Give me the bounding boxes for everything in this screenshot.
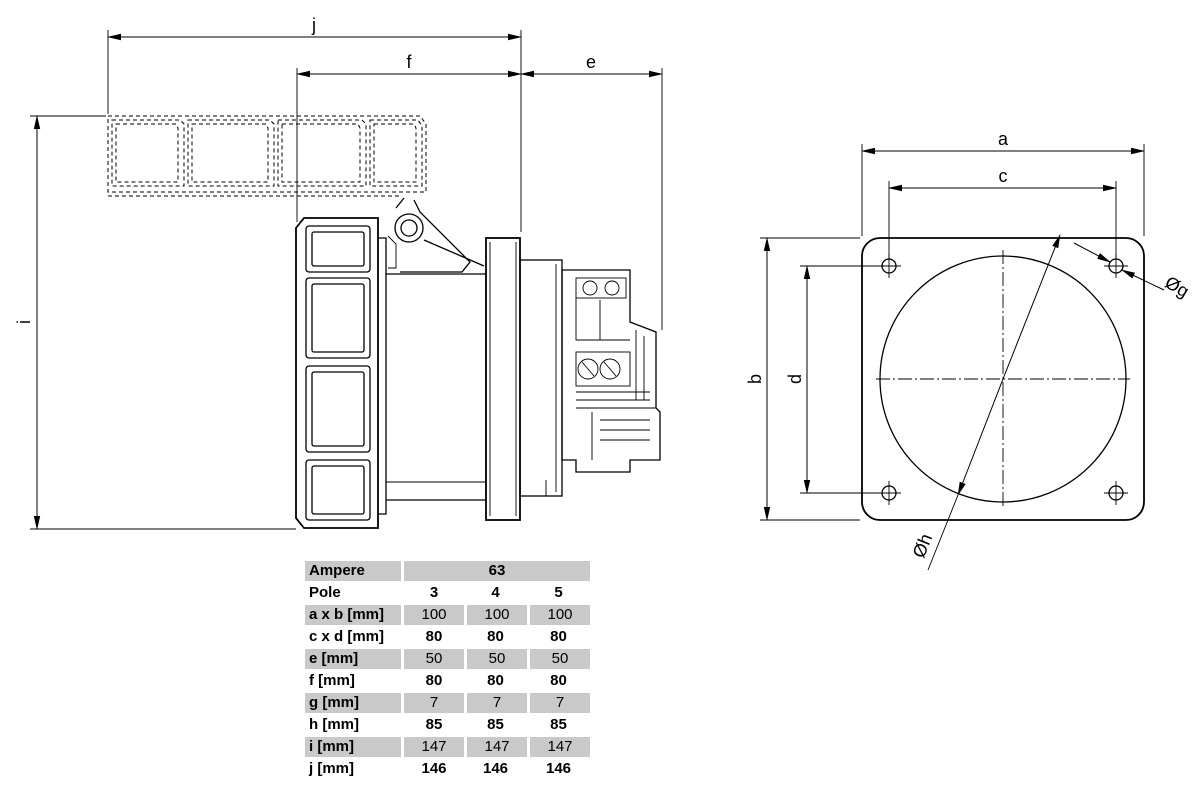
dimension-label-g: Øg [1162, 272, 1193, 301]
dimension-label-e: e [586, 52, 596, 72]
side-view: j f e i [14, 15, 663, 530]
table-row: g [mm] 7 7 7 [305, 693, 590, 713]
mounting-holes [877, 254, 1128, 505]
dimension-label-i: i [14, 320, 34, 324]
row-value: 80 [550, 628, 567, 645]
specification-table: Ampere 63 Pole 3 4 5 a x b [mm] 100 100 … [305, 559, 590, 781]
dimension-label-h: Øh [909, 531, 937, 561]
dimension-label-f: f [406, 52, 412, 72]
dimension-label-b: b [745, 374, 765, 384]
dimension-a: a [861, 129, 1145, 236]
dimension-d: d [785, 265, 880, 494]
row-label: e [mm] [305, 649, 401, 669]
row-value: 80 [487, 628, 504, 645]
dimension-f: f [296, 52, 522, 222]
table-row: e [mm] 50 50 50 [305, 649, 590, 669]
dimension-e: e [520, 52, 663, 330]
table-row: f [mm] 80 80 80 [305, 671, 590, 691]
row-label: i [mm] [305, 737, 401, 757]
table-row: a x b [mm] 100 100 100 [305, 605, 590, 625]
table-row: c x d [mm] 80 80 80 [305, 627, 590, 647]
row-label: j [mm] [309, 760, 354, 777]
row-value: 85 [487, 716, 504, 733]
row-value: 146 [401, 759, 464, 779]
dimension-label-j: j [311, 15, 316, 35]
table-row: j [mm] 146 146 146 [305, 759, 590, 779]
ampere-value: 63 [401, 561, 590, 581]
row-value: 147 [401, 737, 464, 757]
row-label: g [mm] [305, 693, 401, 713]
row-value: 85 [401, 715, 464, 735]
housing [386, 237, 563, 521]
row-value: 100 [527, 605, 590, 625]
row-value: 50 [527, 649, 590, 669]
dimension-c: c [888, 166, 1117, 258]
row-value: 7 [527, 693, 590, 713]
row-label: h [mm] [309, 716, 359, 733]
row-value: 146 [545, 760, 572, 777]
pole-value: 4 [491, 584, 500, 601]
row-value: 80 [401, 671, 464, 691]
lid-dashed-outline [107, 115, 427, 197]
dimension-label-c: c [999, 166, 1008, 186]
front-view: a c b d Øg [745, 129, 1193, 571]
table-row: h [mm] 85 85 85 [305, 715, 590, 735]
row-label: c x d [mm] [309, 628, 385, 645]
row-value: 85 [550, 716, 567, 733]
dimension-label-a: a [998, 129, 1009, 149]
pole-row: Pole 3 4 5 [305, 583, 590, 603]
row-value: 80 [487, 672, 504, 689]
row-value: 7 [401, 693, 464, 713]
front-cover [295, 217, 387, 529]
pole-value: 3 [401, 583, 464, 603]
row-value: 80 [550, 672, 567, 689]
pole-value: 5 [554, 584, 563, 601]
dimension-b: b [745, 237, 860, 521]
dimension-i: i [14, 115, 296, 530]
row-value: 7 [464, 693, 527, 713]
pole-label: Pole [309, 584, 341, 601]
row-label: a x b [mm] [305, 605, 401, 625]
row-value: 147 [464, 737, 527, 757]
row-value: 100 [464, 605, 527, 625]
row-value: 147 [527, 737, 590, 757]
table-header-row: Ampere 63 [305, 561, 590, 581]
row-value: 100 [401, 605, 464, 625]
row-value: 50 [464, 649, 527, 669]
row-value: 146 [482, 760, 509, 777]
row-value: 50 [401, 649, 464, 669]
ampere-label: Ampere [305, 561, 401, 581]
dimension-j: j [107, 15, 522, 232]
dimension-label-d: d [785, 374, 805, 384]
lid-hinge [387, 197, 485, 273]
table-row: i [mm] 147 147 147 [305, 737, 590, 757]
row-label: f [mm] [309, 672, 355, 689]
row-value: 80 [401, 627, 464, 647]
terminal-block [561, 269, 661, 473]
